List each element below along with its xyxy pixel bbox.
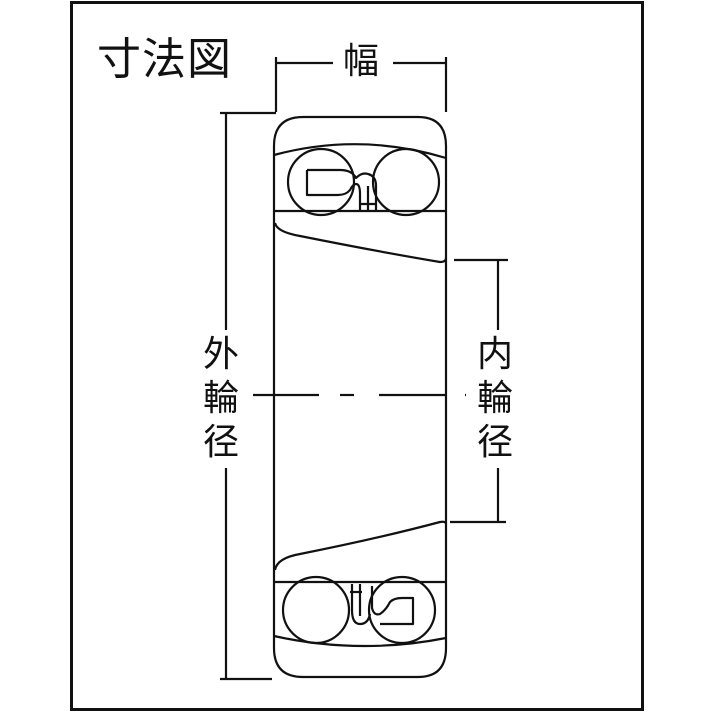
outer-race-bottom: [273, 634, 447, 648]
ball-top-right: [371, 147, 441, 217]
frame-border: [70, 1, 644, 711]
ball-bottom-right: [367, 575, 437, 645]
bearing-outline: [272, 115, 448, 679]
outer-diameter-char-3: 径: [203, 422, 240, 463]
width-dimension: [274, 57, 448, 112]
outer-diameter-label: 外 輪 径: [203, 333, 239, 465]
inner-ring-taper-bottom: [273, 520, 448, 571]
inner-diameter-char-2: 輪: [477, 378, 514, 419]
outer-diameter-char-1: 外: [203, 334, 240, 375]
diagram-title: 寸法図: [97, 34, 232, 85]
cage-top: [305, 168, 378, 212]
width-label: 幅: [343, 41, 380, 82]
cage-bottom: [350, 584, 415, 626]
inner-diameter-label: 内 輪 径: [477, 333, 513, 465]
inner-diameter-dimension: [450, 258, 508, 524]
outer-race-top: [273, 143, 447, 160]
outer-diameter-char-2: 輪: [203, 378, 240, 419]
inner-diameter-char-3: 径: [477, 422, 514, 463]
ball-top-left: [286, 147, 356, 217]
ball-bottom-left: [281, 575, 351, 645]
inner-diameter-char-1: 内: [477, 334, 514, 375]
inner-ring-taper-top: [273, 222, 448, 264]
outer-diameter-dimension: [220, 111, 276, 681]
